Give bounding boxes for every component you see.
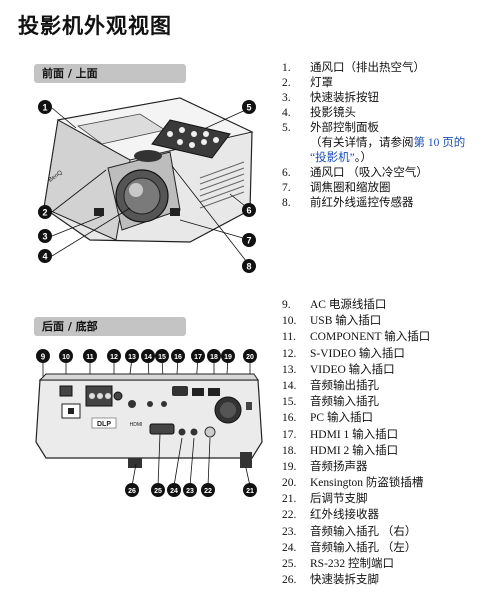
rear-callouts-bottom: 26 25 24 23 22 21	[125, 483, 257, 497]
hdmi-logo: HDMI	[130, 422, 143, 428]
callout-18: 18	[207, 349, 221, 363]
svg-text:13: 13	[128, 354, 136, 361]
svg-text:20: 20	[246, 354, 254, 361]
list-item: 23.音频输入插孔 （右）	[282, 525, 417, 538]
svg-text:2: 2	[42, 208, 47, 218]
list-item: 6.通风口 （吸入冷空气）	[282, 167, 428, 179]
rear-section-header: 后面 / 底部	[34, 317, 186, 336]
svg-text:26: 26	[128, 488, 136, 495]
list-item: 12.S-VIDEO 输入插口	[282, 347, 405, 360]
list-item: 10.USB 输入插口	[282, 315, 382, 328]
callout-22: 22	[201, 483, 215, 497]
svg-text:6: 6	[246, 206, 251, 216]
projector-reference-link[interactable]: “投影机”	[310, 152, 355, 164]
list-item: 16.PC 输入插口	[282, 412, 373, 425]
callout-14: 14	[141, 349, 155, 363]
list-item: 18.HDMI 2 输入插口	[282, 444, 399, 457]
svg-text:9: 9	[41, 353, 46, 362]
list-item: 24.音频输入插孔 （左）	[282, 541, 417, 554]
svg-text:12: 12	[110, 354, 118, 361]
list-item: 14.音频输出插孔	[282, 379, 379, 392]
list-item: 17.HDMI 1 输入插口	[282, 428, 399, 441]
list-item: 21.后调节支脚	[282, 493, 368, 506]
list-item: 2.灯罩	[282, 77, 333, 89]
svg-text:1: 1	[42, 103, 47, 113]
front-section-header: 前面 / 上面	[34, 64, 186, 83]
callout-4: 4	[38, 249, 52, 263]
callout-24: 24	[167, 483, 181, 497]
callout-19: 19	[221, 349, 235, 363]
list-item: 19.音频扬声器	[282, 460, 368, 473]
svg-text:16: 16	[174, 354, 182, 361]
list-item: 5.外部控制面板	[282, 122, 379, 134]
list-item: 20.Kensington 防盗锁插槽	[282, 477, 424, 490]
svg-text:24: 24	[170, 488, 178, 495]
list-item: 26.快速装拆支脚	[282, 574, 379, 587]
svg-text:22: 22	[204, 488, 212, 495]
list-item: 25.RS-232 控制端口	[282, 558, 395, 570]
svg-text:19: 19	[224, 354, 232, 361]
svg-text:18: 18	[210, 354, 218, 361]
list-item: 22.红外线接收器	[282, 509, 379, 522]
callout-6: 6	[242, 203, 256, 217]
list-item: 3.快速装拆按钮	[282, 92, 379, 104]
list-item: 8.前红外线遥控传感器	[282, 197, 414, 209]
list-item: 15.音频输入插孔	[282, 396, 379, 409]
callout-25: 25	[151, 483, 165, 497]
svg-text:15: 15	[158, 354, 166, 361]
list-item: 7.调焦圈和缩放圈	[282, 182, 391, 194]
dlp-logo: DLP	[97, 421, 111, 428]
callout-2: 2	[38, 205, 52, 219]
callout-8: 8	[242, 259, 256, 273]
callout-20: 20	[243, 349, 257, 363]
callout-5: 5	[242, 100, 256, 114]
list-item-continuation: （有关详情，请参阅第 10 页的	[310, 137, 466, 149]
callout-23: 23	[183, 483, 197, 497]
svg-text:17: 17	[194, 354, 202, 361]
list-item: 9.AC 电源线插口	[282, 299, 387, 311]
callout-3: 3	[38, 229, 52, 243]
page-title: 投影机外观视图	[18, 14, 172, 38]
svg-text:25: 25	[154, 488, 162, 495]
rear-projector-figure: DLP HDMI 9 10 11 12 13 14 15 16 17 18 19…	[35, 349, 263, 497]
page-reference-link[interactable]: 第 10 页的	[413, 137, 466, 149]
callout-16: 16	[171, 349, 185, 363]
rear-parts-list: 9.AC 电源线插口 10.USB 输入插口 11.COMPONENT 输入插口…	[282, 297, 430, 588]
callout-21: 21	[243, 483, 257, 497]
list-item: 1.通风口（排出热空气）	[282, 62, 425, 74]
svg-text:3: 3	[42, 232, 47, 242]
svg-text:21: 21	[246, 488, 254, 495]
callout-9: 9	[36, 349, 50, 363]
svg-text:4: 4	[42, 252, 47, 262]
rear-callouts-top: 9 10 11 12 13 14 15 16 17 18 19 20	[36, 349, 257, 363]
callout-17: 17	[191, 349, 205, 363]
list-item: 4.投影镜头	[282, 107, 356, 119]
svg-text:7: 7	[246, 236, 251, 246]
callout-13: 13	[125, 349, 139, 363]
callout-7: 7	[242, 233, 256, 247]
list-item: 11.COMPONENT 输入插口	[282, 331, 431, 344]
svg-text:5: 5	[246, 103, 251, 113]
callout-12: 12	[107, 349, 121, 363]
list-item-continuation: “投影机”。）	[310, 152, 372, 164]
svg-text:11: 11	[86, 354, 94, 361]
callout-10: 10	[59, 349, 73, 363]
svg-text:10: 10	[62, 354, 70, 361]
svg-text:8: 8	[246, 262, 251, 272]
svg-text:23: 23	[186, 488, 194, 495]
front-parts-list: 1.通风口（排出热空气） 2.灯罩 3.快速装拆按钮 4.投影镜头 5.外部控制…	[282, 61, 465, 211]
list-item: 13.VIDEO 输入插口	[282, 363, 395, 376]
front-callouts: 1 2 3 4 5 6 7 8	[38, 100, 256, 273]
front-projector-figure: BenQ 1 2 3 4 5 6 7 8	[38, 97, 256, 273]
callout-26: 26	[125, 483, 139, 497]
callout-11: 11	[83, 349, 97, 363]
callout-15: 15	[155, 349, 169, 363]
svg-text:14: 14	[144, 354, 152, 361]
callout-1: 1	[38, 100, 52, 114]
